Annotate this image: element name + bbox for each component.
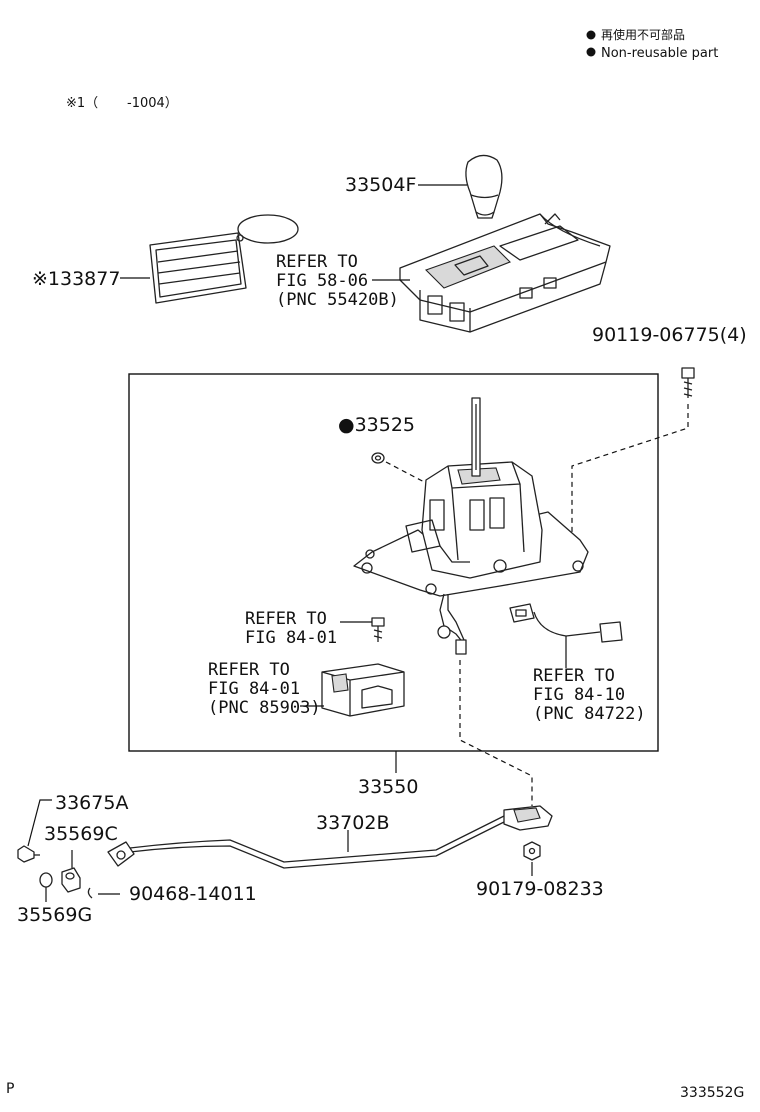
filled-dot-icon — [586, 47, 596, 57]
washer-drawing — [39, 872, 53, 888]
legend-en-label: Non-reusable part — [601, 46, 718, 61]
screw-drawing — [371, 617, 385, 642]
ref-indicator-housing: REFER TO FIG 58-06 (PNC 55420B) — [276, 252, 399, 310]
ref-line-1: REFER TO — [245, 609, 327, 629]
ref-line-3: (PNC 85903) — [208, 698, 321, 718]
figure-code: 333552G — [680, 1085, 744, 1101]
pin-drawing — [17, 845, 40, 863]
assembly-frame — [128, 373, 659, 752]
note-range: -1004） — [127, 96, 178, 111]
hole-cover-drawing — [149, 214, 299, 304]
bushing-drawing — [61, 867, 81, 893]
control-cable-drawing — [107, 805, 553, 869]
part-number-bushing: 35569C — [44, 823, 118, 845]
ref-line-3: (PNC 84722) — [533, 704, 646, 724]
leader-pin — [27, 799, 52, 847]
ref-line-2: FIG 84-01 — [208, 679, 300, 699]
ref-line-2: FIG 58-06 — [276, 271, 368, 291]
ref-line-3: (PNC 55420B) — [276, 290, 399, 310]
ref-switch-block: REFER TO FIG 84-01 (PNC 85903) — [208, 660, 321, 718]
part-number-hole-cover: ※133877 — [32, 268, 120, 290]
part-number-bolt: 90119-06775(4) — [592, 324, 747, 346]
part-number-clip: ●33525 — [338, 414, 415, 436]
filled-dot-icon — [586, 30, 596, 40]
part-number-nut: 90179-08233 — [476, 878, 604, 900]
ref-line-2: FIG 84-10 — [533, 685, 625, 705]
part-number-assembly: 33550 — [358, 776, 418, 798]
part-number-washer: 35569G — [17, 904, 92, 926]
part-number-knob: 33504F — [345, 174, 416, 196]
clip-drawing — [371, 452, 385, 464]
shift-lever-drawing — [353, 397, 589, 655]
ref-line-1: REFER TO — [276, 252, 358, 272]
ref-screw: REFER TO FIG 84-01 — [245, 609, 337, 648]
shift-knob-drawing — [465, 154, 503, 219]
dashed-leader-bolt — [571, 404, 689, 532]
ref-connector: REFER TO FIG 84-10 (PNC 84722) — [533, 666, 646, 724]
small-clip-drawing — [87, 887, 93, 899]
bolt-drawing — [681, 367, 695, 398]
note-mark: ※1（ — [66, 96, 98, 111]
part-number-pin: 33675A — [55, 792, 128, 814]
part-number-small-clip: 90468-14011 — [129, 883, 257, 905]
switch-block-drawing — [321, 663, 405, 717]
ref-line-1: REFER TO — [208, 660, 290, 680]
footer-left-mark: P — [6, 1081, 14, 1097]
dashed-leader-clip — [385, 461, 429, 485]
part-number-cable: 33702B — [316, 812, 389, 834]
ref-line-2: FIG 84-01 — [245, 628, 337, 648]
connector-drawing — [509, 603, 623, 643]
legend-jp-label: 再使用不可部品 — [601, 27, 685, 42]
legend: 再使用不可部品 Non-reusable part — [586, 27, 718, 61]
dashed-leader-cable-end — [459, 660, 533, 806]
nut-drawing — [523, 841, 541, 861]
serial-note: ※1（ -1004） — [66, 96, 178, 111]
indicator-housing-drawing — [399, 213, 611, 333]
ref-line-1: REFER TO — [533, 666, 615, 686]
